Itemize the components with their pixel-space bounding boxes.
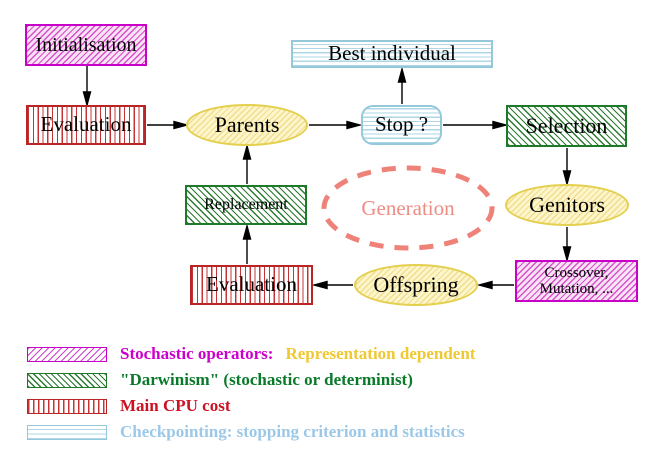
node-evaluation-top: Evaluation: [26, 105, 146, 145]
node-replacement: Replacement: [185, 185, 307, 225]
red-stripes-swatch: [27, 398, 107, 414]
arrow-parents-to-stop: [309, 120, 363, 130]
legend: Stochastic operators: Representation dep…: [27, 341, 475, 445]
node-crossover-mutation: Crossover, Mutation, ...: [515, 260, 638, 302]
node-stop-test: Stop ?: [361, 105, 442, 145]
green-hatch-swatch: [27, 372, 107, 388]
node-best-individual: Best individual: [291, 40, 493, 68]
generation-loop-ellipse: [321, 165, 495, 251]
arrow-offspring-to-evaluation: [311, 280, 353, 290]
arrow-replacement-to-parents: [242, 143, 252, 184]
arrow-selection-to-genitors: [562, 148, 572, 187]
arrow-stop-to-best-individual: [397, 66, 407, 104]
crossover-label-line2: Mutation, ...: [539, 281, 614, 297]
generation-loop-label: Generation: [361, 196, 455, 220]
arrow-evaluation-to-parents: [147, 120, 190, 130]
magenta-hatch-swatch: [27, 346, 107, 362]
legend-label-checkpointing: Checkpointing: stopping criterion and st…: [120, 422, 465, 441]
arrow-genitors-to-crossover: [562, 227, 572, 263]
legend-item-checkpointing: Checkpointing: stopping criterion and st…: [27, 419, 475, 445]
legend-label-darwinism: "Darwinism" (stochastic or determinist): [120, 370, 413, 389]
arrow-stop-to-selection: [443, 120, 509, 130]
arrow-crossover-to-offspring: [476, 280, 514, 290]
node-initialisation: Initialisation: [25, 24, 147, 66]
node-parents: Parents: [186, 104, 308, 146]
legend-label-representation: Representation dependent: [285, 344, 476, 363]
arrow-evaluation-to-replacement: [242, 223, 252, 264]
legend-item-cpu-cost: Main CPU cost: [27, 393, 475, 419]
legend-label-stochastic: Stochastic operators:: [120, 344, 274, 363]
node-offspring: Offspring: [354, 264, 478, 306]
node-evaluation-bottom: Evaluation: [190, 265, 313, 305]
legend-item-stochastic-operators: Stochastic operators: Representation dep…: [27, 341, 475, 367]
crossover-label-line1: Crossover,: [544, 264, 609, 281]
node-selection: Selection: [506, 105, 627, 147]
node-genitors: Genitors: [505, 184, 629, 226]
legend-label-cpu-cost: Main CPU cost: [120, 396, 231, 415]
legend-item-darwinism: "Darwinism" (stochastic or determinist): [27, 367, 475, 393]
blue-stripes-swatch: [27, 424, 107, 440]
arrow-initialisation-to-evaluation: [82, 66, 92, 108]
